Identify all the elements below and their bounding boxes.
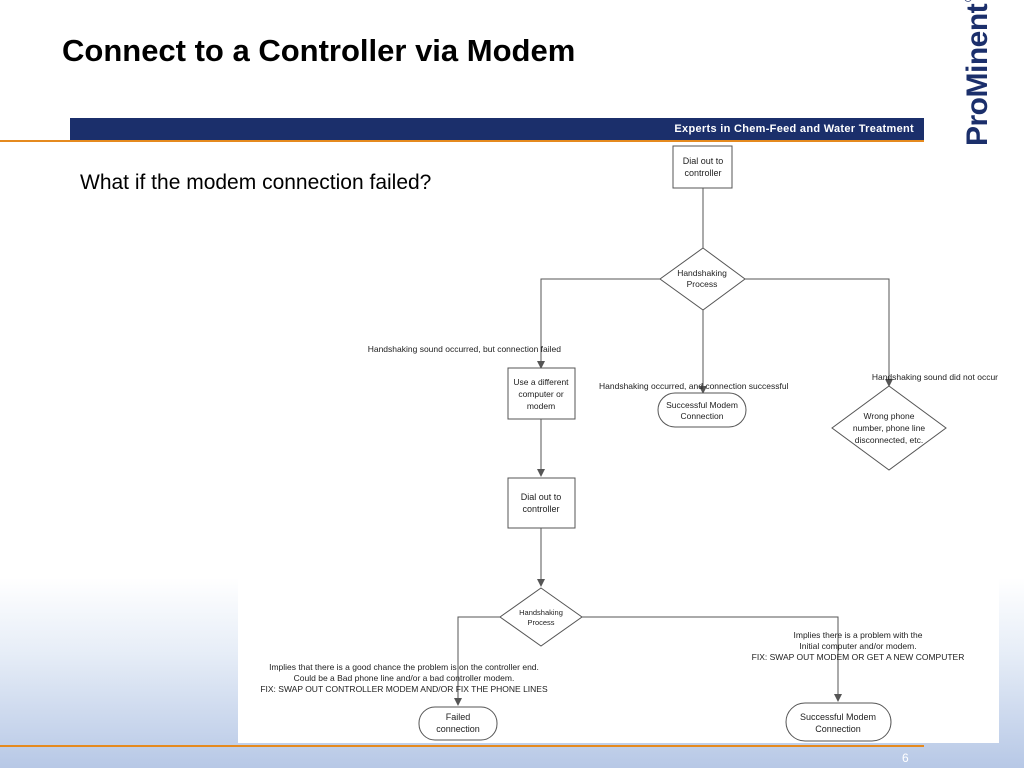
node-dial-out-1-line: controller [684,168,721,178]
node-wrong-phone-line: disconnected, etc. [855,435,924,445]
node-dial-out-1 [672,145,733,189]
node-failed-line: Failed [446,712,471,722]
edge-label-computer-end-line: Implies there is a problem with the [794,630,923,640]
node-failed-line: connection [436,724,480,734]
edge-label-occurred-success: Handshaking occurred, and connection suc… [599,381,789,391]
node-use-different-line: modem [527,401,555,411]
node-use-different-line: computer or [518,389,564,399]
node-handshaking-1-line: Handshaking [677,268,727,278]
node-dial-out-2-line: Dial out to [521,492,562,502]
header-bar: Experts in Chem-Feed and Water Treatment [70,118,924,140]
node-dial-out-2-label: Dial out to controller [521,492,562,514]
node-handshaking-2 [499,587,583,647]
edge-label-computer-end-line: Initial computer and/or modem. [799,641,916,651]
node-dial-out-2-line: controller [522,504,559,514]
node-success-1 [657,392,747,428]
edge-label-computer-end-line: FIX: SWAP OUT MODEM OR GET A NEW COMPUTE… [752,652,965,662]
node-dial-out-1-line: Dial out to [683,156,724,166]
edge-label-controller-end: Implies that there is a good chance the … [260,662,548,694]
edge-hs1-left [537,278,660,369]
edge-hs2-right [582,616,842,702]
node-wrong-phone-label: Wrong phone number, phone line disconnecte… [853,411,926,445]
edge-hs1-right [745,278,893,387]
node-use-different [507,367,576,420]
node-success-1-line: Successful Modem [666,400,738,410]
node-wrong-phone-line: Wrong phone [864,411,915,421]
node-failed-label: Failed connection [436,712,480,734]
node-wrong-phone-line: number, phone line [853,423,926,433]
node-success-2 [785,702,892,742]
edge-label-controller-end-line: Could be a Bad phone line and/or a bad c… [294,673,515,683]
header-accent-line [0,140,924,142]
node-success-2-line: Connection [815,724,861,734]
footer-accent-line [0,745,924,747]
question-text: What if the modem connection failed? [80,171,432,194]
node-success-2-line: Successful Modem [800,712,876,722]
node-handshaking-2-line: Handshaking [519,608,563,617]
node-use-different-label: Use a different computer or modem [513,377,569,411]
node-dial-out-2 [507,477,576,529]
edge-label-controller-end-line: FIX: SWAP OUT CONTROLLER MODEM AND/OR FI… [260,684,548,694]
page-number: 6 [902,751,909,765]
edge-label-controller-end-line: Implies that there is a good chance the … [269,662,539,672]
node-failed [418,706,498,741]
node-success-1-line: Connection [680,411,723,421]
tagline: Experts in Chem-Feed and Water Treatment [674,123,914,135]
edge-label-no-sound: Handshaking sound did not occur [872,372,998,382]
node-use-different-line: Use a different [513,377,569,387]
edge-label-sound-failed: Handshaking sound occurred, but connecti… [368,344,562,354]
edge-hs2-left [454,616,500,706]
node-wrong-phone [831,385,947,471]
node-handshaking-1-line: Process [687,279,718,289]
node-dial-out-1-label: Dial out to controller [683,156,724,178]
slide-title: Connect to a Controller via Modem [62,33,576,68]
node-handshaking-1 [659,247,746,311]
node-handshaking-2-line: Process [527,618,554,627]
